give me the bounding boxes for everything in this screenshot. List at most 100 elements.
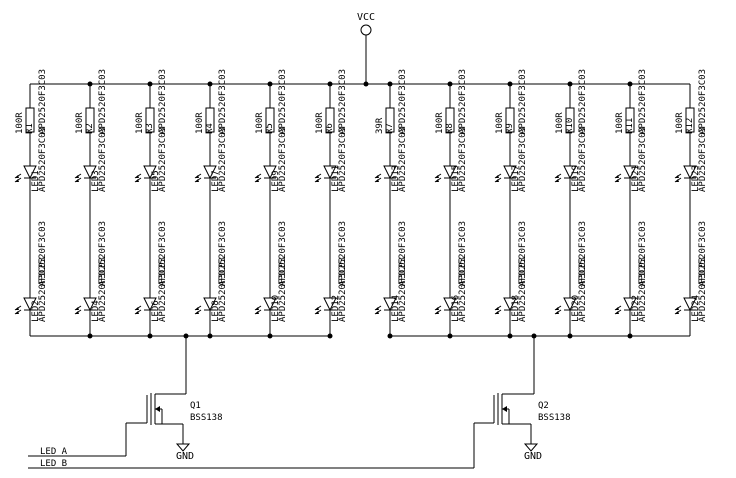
rail-junction xyxy=(267,81,273,87)
led-ref-bottom: LED4 xyxy=(91,300,101,322)
led-ref-bottom: LED2 xyxy=(31,300,41,322)
gnd-label-q2: GND xyxy=(524,451,542,462)
led-top-symbol xyxy=(674,165,697,183)
resistor-ref: R9 xyxy=(505,123,515,134)
led-ref-top: LED11 xyxy=(331,165,341,192)
led-bottom-symbol xyxy=(374,297,397,315)
led-ref-top: LED5 xyxy=(151,170,161,192)
led-ref-bottom: LED8 xyxy=(211,300,221,322)
led-top-symbol xyxy=(254,165,277,183)
net-led-a-label: LED_A xyxy=(40,447,68,457)
q2-part: BSS138 xyxy=(538,413,571,423)
rail-junction xyxy=(627,81,633,87)
led-top-symbol xyxy=(14,165,37,183)
led-part-top-2: APD2520F3C03 xyxy=(218,127,228,192)
led-part-top-2: APD2520F3C03 xyxy=(38,127,48,192)
led-ref-top: LED7 xyxy=(211,170,221,192)
vcc-terminal xyxy=(360,24,372,36)
led-part-top: APD2520F3C03 xyxy=(218,69,228,134)
led-part-bottom-2: APD2520F3C03 xyxy=(458,257,468,322)
led-top-symbol xyxy=(134,165,157,183)
led-part-top: APD2520F3C03 xyxy=(578,69,588,134)
led-part-top-2: APD2520F3C03 xyxy=(278,127,288,192)
resistor-ref: R3 xyxy=(145,123,155,134)
transistor-q1 xyxy=(125,333,191,456)
led-part-top-2: APD2520F3C03 xyxy=(638,127,648,192)
resistor-value: 100R xyxy=(15,112,25,134)
led-part-bottom: APD2520F3C03 xyxy=(338,221,348,286)
resistor xyxy=(25,107,35,133)
led-bottom-symbol xyxy=(614,297,637,315)
led-bottom-symbol xyxy=(494,297,517,315)
led-part-bottom-2: APD2520F3C03 xyxy=(158,257,168,322)
led-top-symbol xyxy=(74,165,97,183)
led-ref-bottom: LED20 xyxy=(571,295,581,322)
led-part-top-2: APD2520F3C03 xyxy=(518,127,528,192)
led-part-top: APD2520F3C03 xyxy=(98,69,108,134)
rail-junction xyxy=(567,81,573,87)
led-part-bottom-2: APD2520F3C03 xyxy=(398,257,408,322)
led-part-top: APD2520F3C03 xyxy=(518,69,528,134)
led-part-top: APD2520F3C03 xyxy=(338,69,348,134)
led-bottom-symbol xyxy=(14,297,37,315)
led-part-bottom: APD2520F3C03 xyxy=(578,221,588,286)
led-top-symbol xyxy=(614,165,637,183)
led-ref-bottom: LED14 xyxy=(391,295,401,322)
resistor-ref: R7 xyxy=(385,123,395,134)
led-top-symbol xyxy=(374,165,397,183)
led-part-top: APD2520F3C03 xyxy=(458,69,468,134)
resistor-ref: R10 xyxy=(565,118,575,134)
resistor-ref: R6 xyxy=(325,123,335,134)
led-part-top-2: APD2520F3C03 xyxy=(158,127,168,192)
led-ref-bottom: LED10 xyxy=(271,295,281,322)
led-bottom-symbol xyxy=(74,297,97,315)
net-led-b-label: LED_B xyxy=(40,459,67,469)
led-top-symbol xyxy=(194,165,217,183)
led-part-bottom: APD2520F3C03 xyxy=(38,221,48,286)
led-part-top: APD2520F3C03 xyxy=(158,69,168,134)
led-bottom-symbol xyxy=(254,297,277,315)
led-part-top-2: APD2520F3C03 xyxy=(458,127,468,192)
resistor-ref: R1 xyxy=(25,123,35,134)
led-ref-top: LED3 xyxy=(91,170,101,192)
led-bottom-symbol xyxy=(674,297,697,315)
led-part-top: APD2520F3C03 xyxy=(698,69,708,134)
led-part-bottom: APD2520F3C03 xyxy=(158,221,168,286)
led-ref-bottom: LED22 xyxy=(631,295,641,322)
resistor xyxy=(265,107,275,133)
led-ref-top: LED9 xyxy=(271,170,281,192)
resistor-value: 100R xyxy=(195,112,205,134)
resistor-ref: R4 xyxy=(205,123,215,134)
resistor-value: 100R xyxy=(135,112,145,134)
led-ref-top: LED15 xyxy=(451,165,461,192)
led-part-top-2: APD2520F3C03 xyxy=(398,127,408,192)
resistor-value: 100R xyxy=(435,112,445,134)
q1-ref: Q1 xyxy=(190,401,201,411)
led-top-symbol xyxy=(554,165,577,183)
resistor-value: 39R xyxy=(375,117,385,134)
resistor-value: 100R xyxy=(495,112,505,134)
led-part-bottom-2: APD2520F3C03 xyxy=(278,257,288,322)
led-part-bottom: APD2520F3C03 xyxy=(518,221,528,286)
rail-junction xyxy=(447,81,453,87)
led-ref-bottom: LED18 xyxy=(511,295,521,322)
resistor xyxy=(565,107,575,133)
rail-junction xyxy=(387,81,393,87)
led-ref-top: LED1 xyxy=(31,170,41,192)
q2-ref: Q2 xyxy=(538,401,549,411)
led-part-top-2: APD2520F3C03 xyxy=(338,127,348,192)
rail-junction xyxy=(507,81,513,87)
led-ref-top: LED19 xyxy=(571,165,581,192)
resistor xyxy=(445,107,455,133)
resistor xyxy=(625,107,635,133)
